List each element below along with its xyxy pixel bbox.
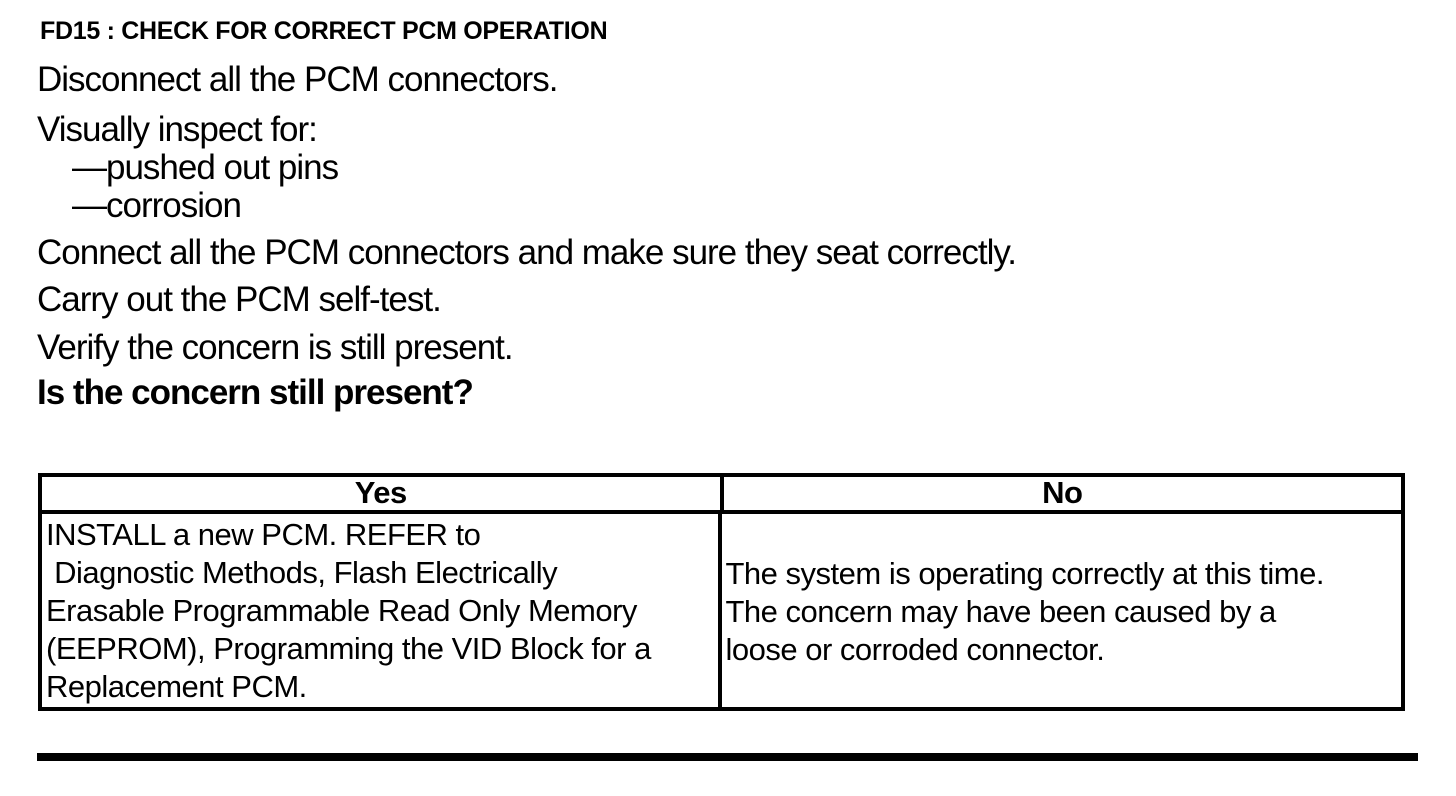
procedure-step-inspect: Visually inspect for:: [37, 110, 318, 149]
yes-action-line: Erasable Programmable Read Only Memory: [46, 593, 637, 628]
page-title: FD15 : CHECK FOR CORRECT PCM OPERATION: [40, 17, 608, 45]
column-header-no: No: [1042, 477, 1083, 510]
procedure-step-verify: Verify the concern is still present.: [37, 328, 514, 367]
yes-action-line: Diagnostic Methods, Flash Electrically: [46, 555, 558, 590]
no-action-line: The system is operating correctly at thi…: [725, 555, 1325, 591]
yes-action-line: (EEPROM), Programming the VID Block for …: [46, 631, 651, 666]
yes-action-cell: INSTALL a new PCM. REFER to Diagnostic M…: [42, 514, 722, 707]
procedure-step-connect: Connect all the PCM connectors and make …: [37, 233, 1017, 272]
procedure-step-self-test: Carry out the PCM self-test.: [37, 280, 442, 319]
yes-action-line: Replacement PCM.: [46, 669, 307, 704]
section-divider-rule: [37, 753, 1418, 761]
procedure-step-disconnect: Disconnect all the PCM connectors.: [37, 60, 558, 99]
no-action-line: loose or corroded connector.: [725, 631, 1105, 667]
no-action-line: The concern may have been caused by a: [725, 593, 1277, 629]
decision-table-body-row: INSTALL a new PCM. REFER to Diagnostic M…: [42, 514, 1401, 707]
decision-table-header-row: Yes No: [42, 477, 1401, 514]
decision-table: Yes No INSTALL a new PCM. REFER to Diagn…: [38, 473, 1405, 711]
inspect-list-item-pushed-pins: —pushed out pins: [72, 148, 339, 187]
decision-question: Is the concern still present?: [37, 373, 474, 412]
inspect-list-item-corrosion: —corrosion: [72, 186, 242, 225]
column-header-yes: Yes: [42, 477, 724, 510]
no-action-cell: The system is operating correctly at thi…: [722, 514, 1402, 707]
yes-action-line: INSTALL a new PCM. REFER to: [46, 517, 481, 552]
